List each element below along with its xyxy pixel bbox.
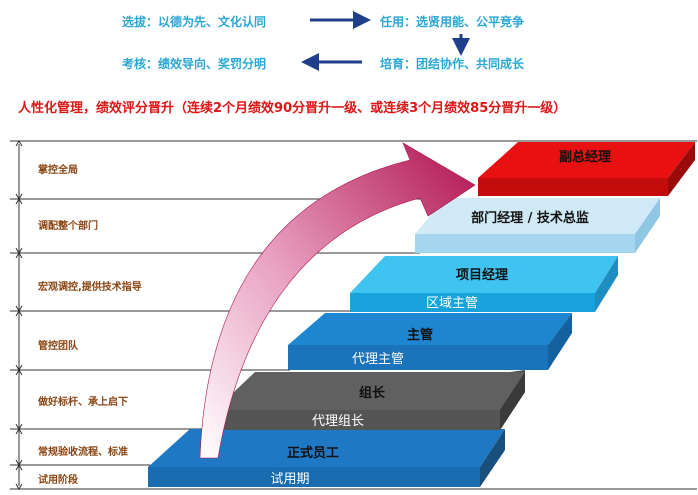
step-title-supervisor: 主管 — [407, 327, 433, 343]
resp-label-5: 做好标杆、承上启下 — [37, 395, 128, 408]
step-title-leader: 组长 — [359, 385, 386, 401]
step-project-manager — [350, 256, 618, 312]
principle-appoint: 任用：选贤用能、公平竞争 — [380, 15, 525, 29]
resp-label-4: 管控团队 — [38, 339, 79, 352]
resp-label-2: 调配整个部门 — [38, 219, 98, 232]
step-title-regular: 正式员工 — [287, 445, 339, 461]
step-title-dept-manager: 部门经理 / 技术总监 — [471, 210, 589, 226]
resp-label-7: 试用阶段 — [38, 473, 78, 486]
step-subtitle-acting-supervisor: 代理主管 — [352, 352, 404, 367]
step-regular-employee — [148, 429, 505, 487]
step-team-leader — [215, 370, 525, 430]
row-ruler — [15, 140, 23, 490]
step-title-vp: 副总经理 — [559, 149, 611, 165]
resp-label-1: 掌控全局 — [38, 163, 78, 176]
resp-label-6: 常规验收流程、标准 — [38, 445, 128, 458]
step-title-pm: 项目经理 — [456, 267, 508, 283]
step-subtitle-probation: 试用期 — [270, 472, 309, 487]
resp-label-3: 宏观调控,提供技术指导 — [38, 280, 142, 293]
step-vice-president — [478, 142, 695, 196]
principle-arrows — [301, 11, 470, 71]
step-department-manager — [415, 198, 660, 253]
principle-assess: 考核：绩效导向、奖罚分明 — [122, 57, 267, 71]
principle-select: 选拔：以德为先、文化认同 — [122, 15, 267, 29]
step-supervisor — [288, 313, 572, 370]
growth-arrow-icon — [199, 142, 476, 459]
principle-train: 培育：团结协作、共同成长 — [380, 57, 525, 71]
promotion-banner: 人性化管理，绩效评分晋升（连续2个月绩效90分晋升一级、或连续3个月绩效85分晋… — [18, 101, 567, 116]
step-subtitle-regional: 区域主管 — [426, 296, 478, 311]
step-subtitle-acting-leader: 代理组长 — [312, 414, 364, 429]
